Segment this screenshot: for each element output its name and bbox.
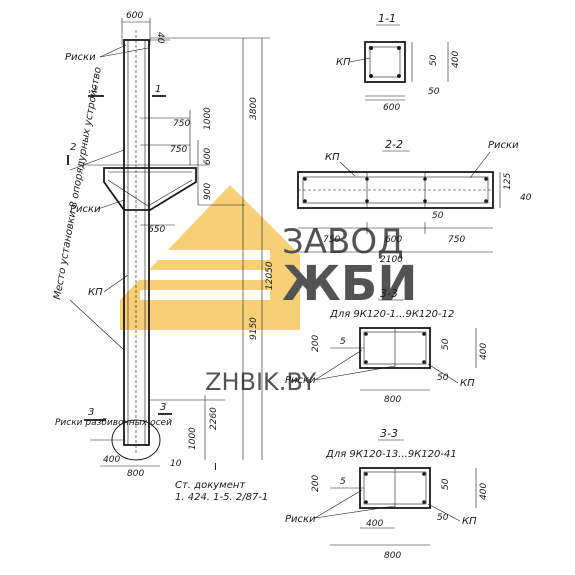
section-1-1-kp: КП — [336, 57, 351, 68]
section-2-2-title: 2-2 — [385, 138, 403, 151]
section-2-2-dim-50: 50 — [432, 211, 444, 221]
watermark-line1: ЗАВОД — [282, 222, 404, 262]
section-2-2-dim-125: 125 — [503, 173, 513, 190]
section-2-2: 2-2 КП Риски 40 125 50 750 600 750 2100 — [297, 138, 532, 265]
section-3-3-b-dim-200: 200 — [311, 475, 321, 492]
section-3-3-b-riski: Риски — [285, 514, 316, 525]
dim-800-base: 800 — [127, 469, 144, 479]
section-3-3-b-kp: КП — [462, 516, 477, 527]
section-3-3-b-dim-50b: 50 — [437, 513, 449, 523]
dim-600-mid: 600 — [203, 148, 213, 165]
section-3-3-a-riski: Риски — [285, 375, 316, 386]
dim-3800: 3800 — [249, 97, 259, 120]
section-3-3-a-subtitle: Для 9К120-1...9К120-12 — [329, 309, 454, 320]
doc-ref-line1: Ст. документ — [175, 480, 246, 491]
section-2-2-riski: Риски — [488, 140, 519, 151]
section-3-3-b-dim-400-bottom: 400 — [366, 519, 383, 529]
corbel — [103, 167, 197, 211]
section-mark-3-right: 3 — [160, 402, 166, 413]
section-3-3-b-dim-5: 5 — [340, 477, 346, 487]
dim-750-upper: 750 — [173, 119, 190, 129]
dim-2260: 2260 — [209, 407, 219, 430]
section-1-1-dim-50-bottom: 50 — [428, 87, 440, 97]
section-3-3-b-dim-400: 400 — [479, 483, 489, 500]
section-1-1-dim-600: 600 — [383, 103, 400, 113]
section-2-2-kp: КП — [325, 152, 340, 163]
column-body — [123, 39, 150, 446]
section-1-1-title: 1-1 — [378, 12, 396, 25]
dim-9150: 9150 — [249, 317, 259, 340]
section-3-3-a-kp: КП — [460, 378, 475, 389]
section-3-3-a-dim-5: 5 — [340, 337, 346, 347]
watermark-line2: ЖБИ — [282, 256, 418, 312]
section-3-3-a-title: 3-3 — [380, 287, 398, 300]
doc-ref-line2: 1. 424. 1-5. 2/87-1 — [175, 492, 268, 503]
section-2-2-dim-2100: 2100 — [380, 255, 403, 265]
dim-10-base: 10 — [170, 459, 182, 469]
section-3-3-b-subtitle: Для 9К120-13...9К120-41 — [325, 449, 457, 460]
dim-1000-base: 1000 — [188, 427, 198, 450]
dim-400-base: 400 — [103, 455, 120, 465]
label-riski-bottom: Риски разбивочных осей — [55, 418, 172, 428]
section-3-3-b-dim-800: 800 — [384, 551, 401, 561]
section-2-2-dim-750-right: 750 — [448, 235, 465, 245]
roman-numeral-I: I — [214, 462, 217, 473]
section-3-3-b-title: 3-3 — [380, 427, 398, 440]
dim-1000: 1000 — [203, 107, 213, 130]
section-mark-1-right: 1 — [155, 84, 161, 95]
dim-750-lower: 750 — [170, 145, 187, 155]
label-riski-mid: Риски — [70, 204, 101, 215]
watermark-line3: ZHBIK.BY — [205, 368, 317, 396]
watermark: ЗАВОД ЖБИ ZHBIK.BY — [120, 185, 418, 396]
section-3-3-a-dim-800: 800 — [384, 395, 401, 405]
section-1-1: 1-1 КП 400 50 50 600 — [336, 12, 461, 113]
section-1-1-body — [364, 41, 406, 83]
section-3-3-b-dim-50: 50 — [441, 478, 451, 490]
dim-600-top: 600 — [126, 11, 143, 21]
section-mark-3-left: 3 — [88, 407, 94, 418]
section-3-3-a-dim-400: 400 — [479, 343, 489, 360]
label-kp-column: КП — [88, 287, 103, 298]
dim-12050: 12050 — [265, 261, 275, 290]
section-2-2-dim-40: 40 — [520, 193, 532, 203]
section-3-3-b: 3-3 Для 9К120-13...9К120-41 200 5 50 400… — [285, 427, 489, 561]
section-1-1-dim-400: 400 — [451, 51, 461, 68]
label-riski-top: Риски — [65, 52, 96, 63]
section-1-1-dim-50-top: 50 — [429, 54, 439, 66]
section-3-3-a-dim-50b: 50 — [437, 373, 449, 383]
dim-900: 900 — [203, 183, 213, 200]
section-2-2-dim-600: 600 — [385, 235, 402, 245]
vertical-note: Место установки 8 опорядурных устройство — [52, 66, 104, 300]
dim-650: 650 — [148, 225, 165, 235]
section-3-3-a-dim-200: 200 — [311, 335, 321, 352]
section-mark-1-left: 1 — [92, 84, 98, 95]
dim-2-mark: 2 — [70, 142, 76, 153]
section-3-3-a: 3-3 Для 9К120-1...9К120-12 200 5 50 400 … — [285, 287, 489, 405]
section-3-3-a-dim-50: 50 — [441, 338, 451, 350]
section-2-2-dim-750-left: 750 — [323, 235, 340, 245]
